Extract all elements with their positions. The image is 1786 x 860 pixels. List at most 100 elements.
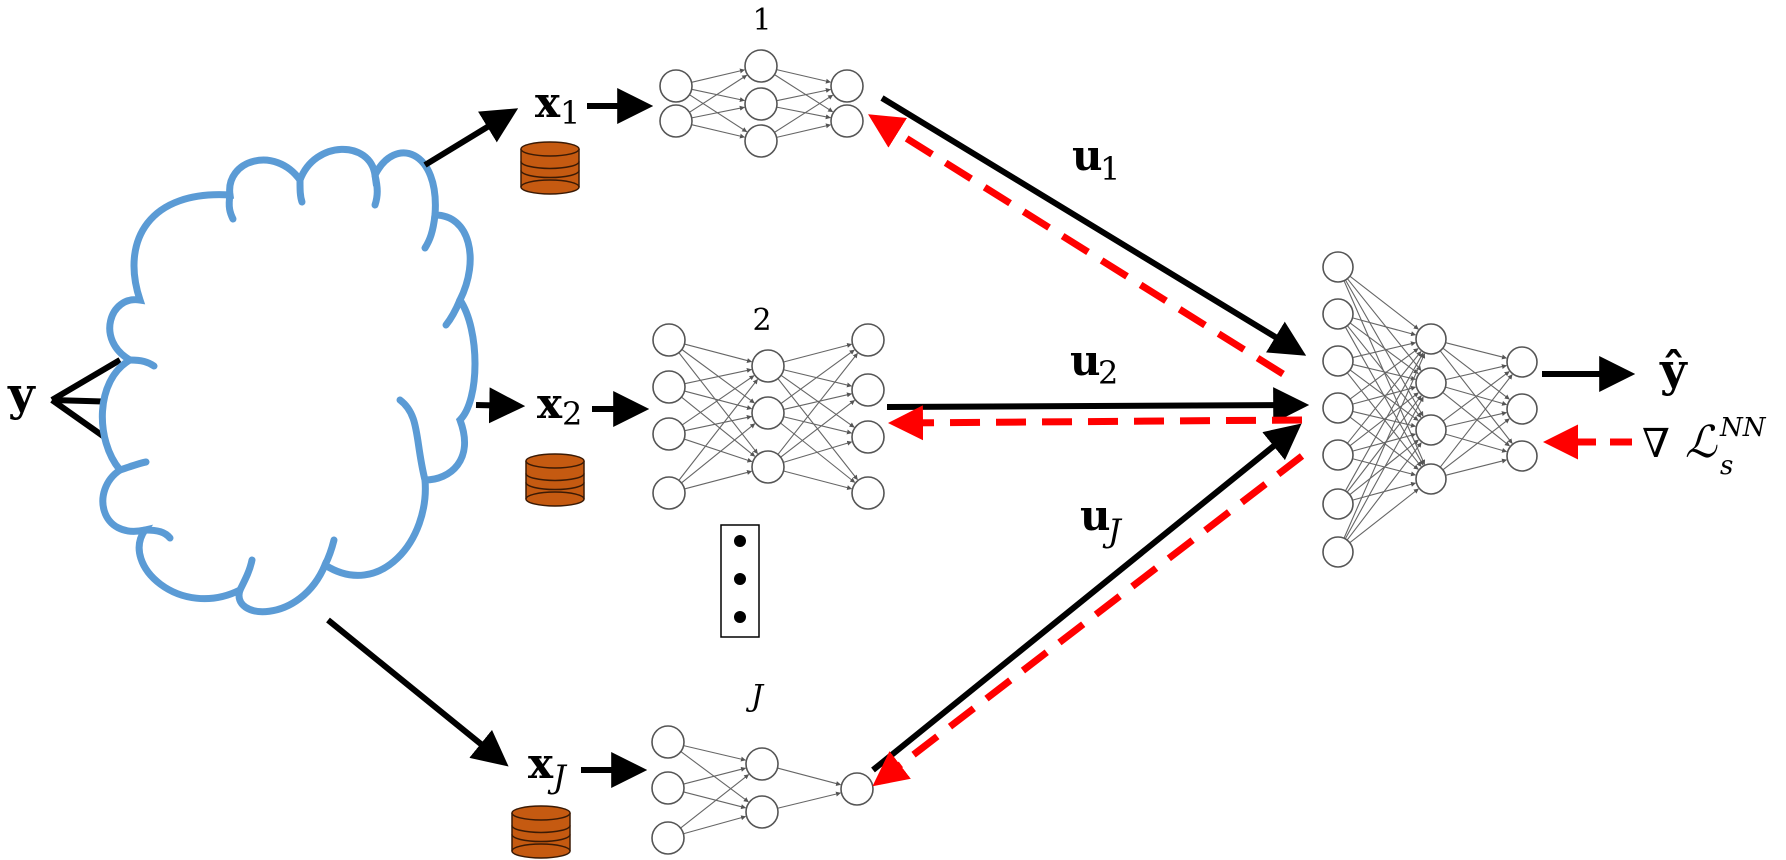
network-edge bbox=[777, 352, 858, 455]
loss-symbol: ℒ bbox=[1685, 417, 1718, 468]
network-edge bbox=[1349, 488, 1419, 544]
svg-text:J: J bbox=[1102, 512, 1123, 550]
svg-text:J: J bbox=[547, 758, 568, 796]
svg-text:x: x bbox=[528, 739, 554, 788]
network-edge bbox=[783, 342, 853, 363]
network-edge bbox=[1439, 350, 1513, 444]
network-node bbox=[652, 323, 686, 357]
grad-to-net1-arrow bbox=[868, 114, 1285, 377]
network-edge bbox=[1344, 352, 1424, 492]
network-node bbox=[751, 396, 785, 430]
network-edge bbox=[683, 791, 747, 810]
network-edge bbox=[776, 69, 831, 84]
network-node bbox=[1506, 346, 1538, 378]
network-node bbox=[652, 476, 686, 510]
database-icon bbox=[520, 141, 580, 195]
network-nodes bbox=[1322, 251, 1538, 568]
svg-text:x: x bbox=[535, 78, 561, 127]
network-node bbox=[1506, 440, 1538, 472]
network-node bbox=[659, 104, 693, 138]
network-edge bbox=[1439, 374, 1513, 468]
network-edge bbox=[681, 396, 756, 457]
network-edge bbox=[774, 74, 834, 113]
svg-text:2: 2 bbox=[562, 395, 582, 433]
network-node bbox=[1415, 323, 1447, 355]
local-network-1 bbox=[659, 49, 864, 158]
x1-label: x 1 bbox=[535, 78, 580, 132]
local-network-J bbox=[651, 725, 874, 855]
network-edge bbox=[691, 105, 745, 119]
network-edges bbox=[680, 745, 842, 835]
network-edge bbox=[1442, 347, 1510, 400]
network-node bbox=[659, 69, 693, 103]
server-network bbox=[1322, 251, 1538, 568]
network-edge bbox=[684, 368, 752, 385]
network-edge bbox=[681, 423, 756, 484]
network-node bbox=[1415, 367, 1447, 399]
network-edges bbox=[678, 342, 858, 491]
network-node bbox=[1322, 488, 1354, 520]
svg-text:2: 2 bbox=[1098, 354, 1118, 392]
database-icon bbox=[525, 453, 585, 507]
network-node bbox=[1506, 393, 1538, 425]
network-node bbox=[851, 476, 885, 510]
network-edge bbox=[1346, 278, 1422, 371]
cloud-to-x-arrows bbox=[326, 108, 526, 767]
net-J-id: J bbox=[745, 679, 765, 714]
network-node bbox=[652, 417, 686, 451]
network-node bbox=[830, 69, 864, 103]
svg-text:1: 1 bbox=[1100, 150, 1120, 188]
network-node bbox=[1322, 536, 1354, 568]
network-edge bbox=[1442, 418, 1510, 471]
network-edge bbox=[1445, 364, 1507, 381]
x2-label: x 2 bbox=[537, 379, 582, 433]
network-edge bbox=[783, 416, 852, 435]
u2-forward-arrow bbox=[886, 387, 1310, 424]
network-edge bbox=[680, 751, 749, 803]
network-node bbox=[651, 771, 685, 805]
network-node bbox=[1322, 251, 1354, 283]
network-edge bbox=[780, 349, 855, 405]
network-edge bbox=[1352, 385, 1417, 405]
loss-superscript: NN bbox=[1719, 413, 1767, 443]
net-1-id: 1 bbox=[752, 3, 771, 38]
network-node bbox=[745, 795, 779, 829]
network-node bbox=[744, 87, 778, 121]
network-edge bbox=[684, 343, 753, 363]
network-edge bbox=[777, 767, 842, 786]
network-node bbox=[1415, 463, 1447, 495]
network-node bbox=[744, 49, 778, 83]
network-node bbox=[1322, 392, 1354, 424]
network-node bbox=[851, 373, 885, 407]
network-edge bbox=[1442, 371, 1510, 422]
network-node bbox=[745, 747, 779, 781]
network-edge bbox=[684, 438, 753, 463]
input-y-label: y bbox=[7, 367, 36, 421]
local-network-2 bbox=[652, 323, 885, 510]
network-edge bbox=[1349, 348, 1419, 400]
network-edge bbox=[689, 74, 748, 113]
uJ-label: u J bbox=[1080, 491, 1123, 550]
network-edge bbox=[777, 791, 841, 809]
network-edge bbox=[1349, 392, 1419, 447]
network-edge bbox=[691, 88, 745, 102]
network-edge bbox=[1445, 433, 1508, 453]
svg-text:u: u bbox=[1080, 491, 1111, 540]
input-y: y bbox=[7, 367, 36, 421]
loss-gradient-label: ∇ ℒ s NN bbox=[1642, 413, 1767, 481]
grad-to-net2-arrow bbox=[888, 405, 1303, 441]
network-edge bbox=[1349, 275, 1419, 330]
network-node bbox=[651, 725, 685, 759]
network-node bbox=[851, 323, 885, 357]
network-node bbox=[1322, 439, 1354, 471]
network-edge bbox=[783, 440, 853, 463]
network-edge bbox=[776, 106, 831, 120]
network-nodes bbox=[659, 49, 864, 158]
output-y-hat-label: ŷ bbox=[1659, 343, 1688, 397]
network-edge bbox=[678, 352, 758, 454]
svg-text:1: 1 bbox=[560, 94, 580, 132]
network-edges bbox=[1343, 275, 1513, 544]
u1-label: u 1 bbox=[1072, 131, 1120, 188]
network-edge bbox=[1344, 396, 1424, 540]
